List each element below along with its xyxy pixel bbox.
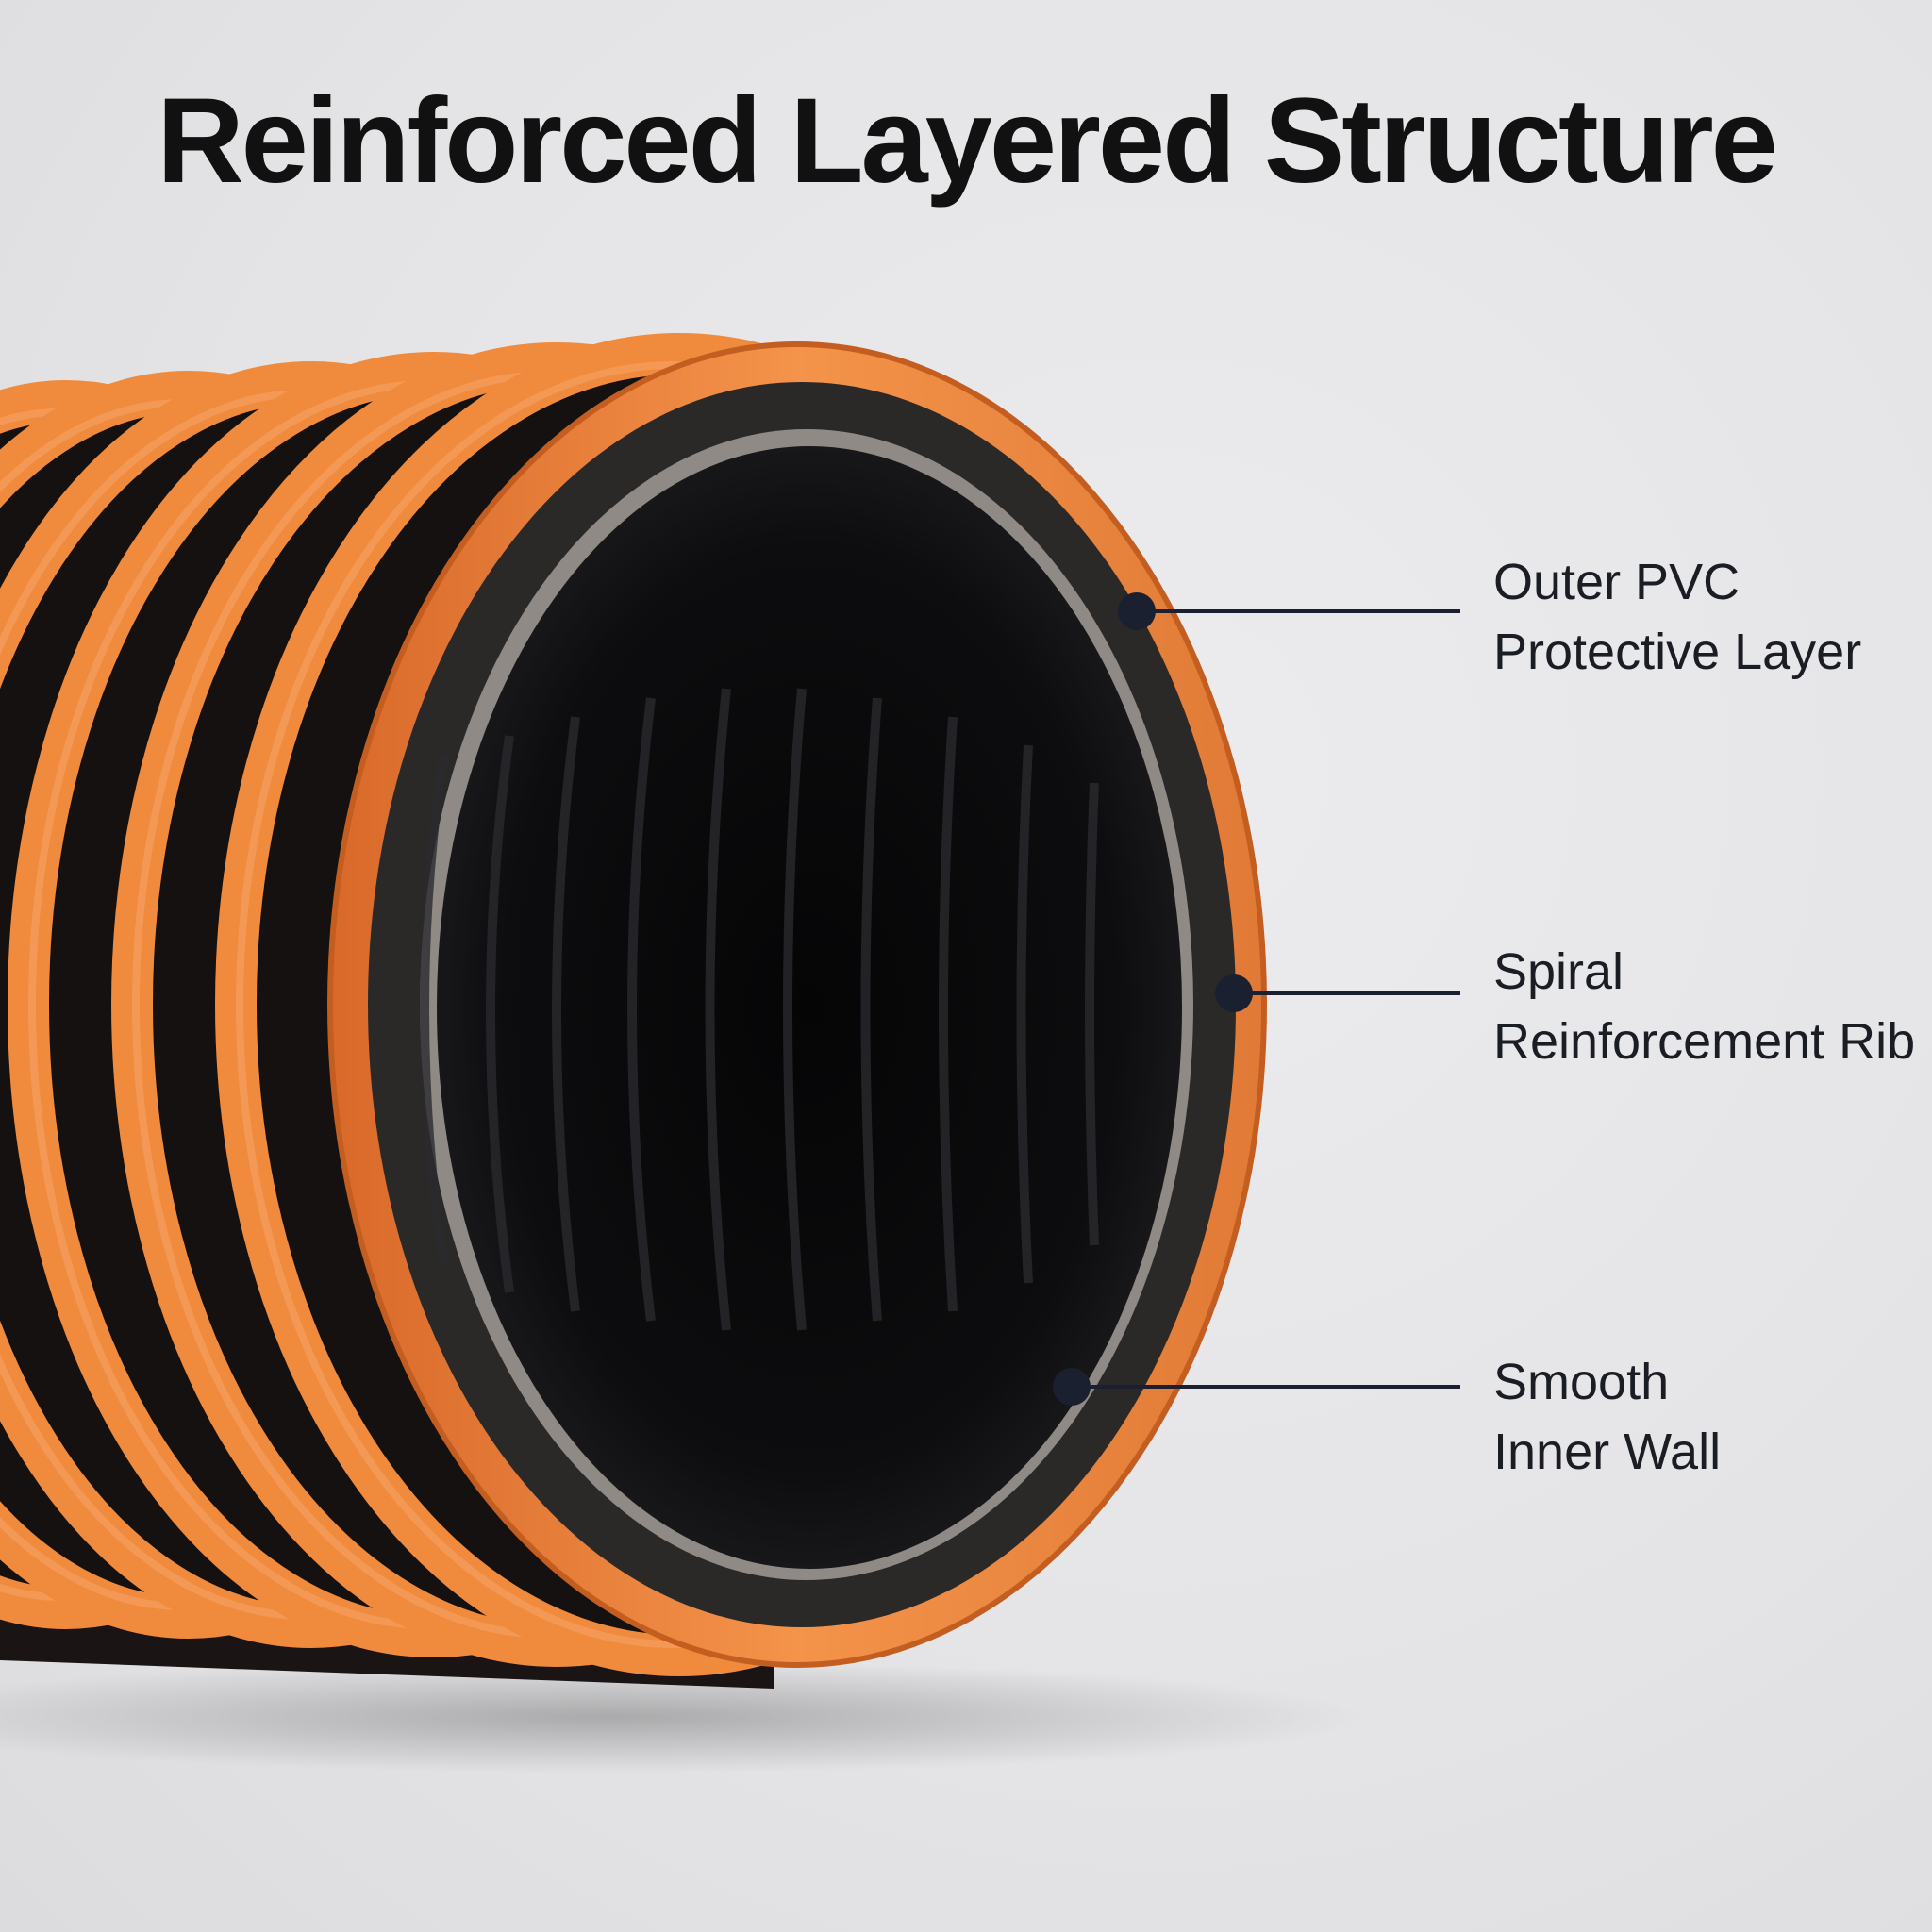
- callout-label-line2: Protective Layer: [1493, 624, 1862, 680]
- callout-label-line1: Outer PVC: [1493, 554, 1740, 610]
- floor-shadow: [0, 1660, 1368, 1774]
- callout-dot: [1118, 592, 1156, 630]
- callout-label-line1: Smooth: [1493, 1354, 1670, 1410]
- callout-label-line1: Spiral: [1493, 943, 1624, 1000]
- callout-label-inner-wall: Smooth Inner Wall: [1493, 1347, 1721, 1487]
- callout-label-line2: Inner Wall: [1493, 1424, 1722, 1480]
- hose-interior: [437, 446, 1182, 1569]
- callout-label-spiral-rib: Spiral Reinforcement Rib: [1493, 937, 1915, 1076]
- callout-outer-pvc: [1118, 592, 1460, 630]
- page-title: Reinforced Layered Structure: [157, 74, 1778, 208]
- interior-rib-reflections: [420, 688, 1099, 1331]
- callout-label-outer-pvc: Outer PVC Protective Layer: [1493, 547, 1861, 687]
- callout-label-line2: Reinforcement Rib: [1493, 1013, 1916, 1070]
- callout-inner-wall: [1053, 1368, 1460, 1406]
- callout-spiral-rib: [1215, 974, 1460, 1012]
- callout-dot: [1215, 974, 1253, 1012]
- callout-dot: [1053, 1368, 1091, 1406]
